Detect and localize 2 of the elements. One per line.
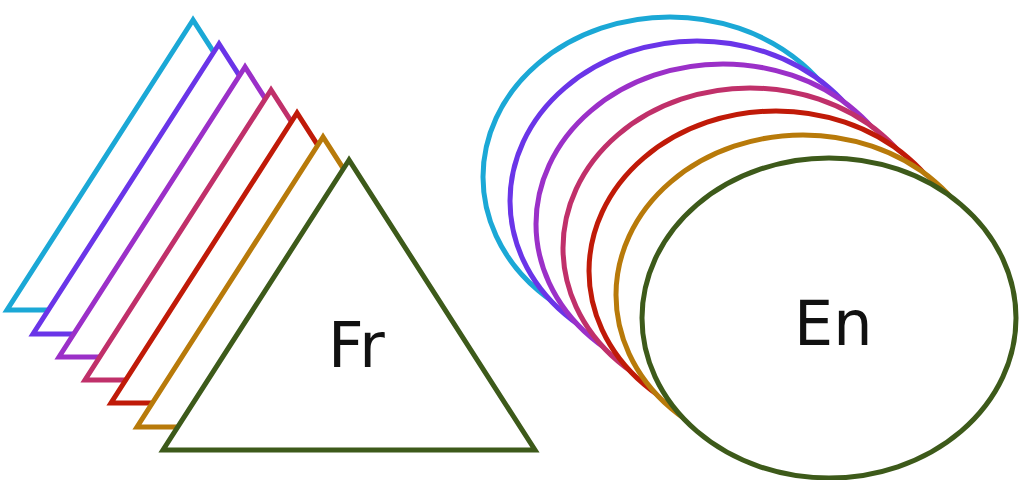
shape-label: Fr	[328, 315, 385, 377]
shape-label: En	[794, 293, 873, 355]
